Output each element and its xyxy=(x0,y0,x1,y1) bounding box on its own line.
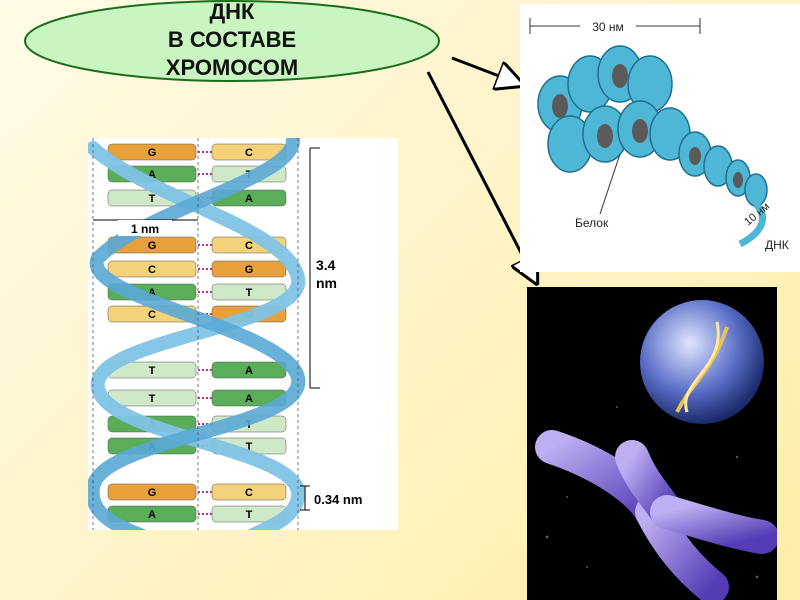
base-letter-left: A xyxy=(148,287,156,299)
base-letter-right: A xyxy=(245,393,253,405)
base-letter-right: C xyxy=(245,487,253,499)
base-right xyxy=(211,260,287,278)
arrow-to-chromatin xyxy=(451,56,520,84)
base-letter-right: A xyxy=(245,365,253,377)
title-line-2: В СОСТАВЕ xyxy=(167,27,297,52)
chromosome-svg xyxy=(535,300,777,600)
protein-label: Белок xyxy=(575,216,609,230)
pitch-label-unit: nm xyxy=(316,275,337,291)
base-letter-left: T xyxy=(149,365,156,377)
base-left xyxy=(107,260,197,278)
base-letter-right: C xyxy=(245,147,253,159)
base-letter-right: A xyxy=(245,193,253,205)
arrow-to-chromosome xyxy=(426,71,535,280)
title-line-1: ДНК xyxy=(209,0,255,24)
base-letter-right: C xyxy=(245,240,253,252)
base-letter-right: T xyxy=(246,287,253,299)
base-letter-right: T xyxy=(246,509,253,521)
base-letter-right: G xyxy=(245,264,254,276)
base-letter-right: T xyxy=(246,441,253,453)
base-letter-left: T xyxy=(149,193,156,205)
chromosome-illustration xyxy=(527,287,777,600)
chromatid-lower xyxy=(650,495,777,554)
width-label-bg xyxy=(118,220,172,236)
base-left xyxy=(107,483,197,501)
helix-strand-1 xyxy=(88,141,306,530)
base-letter-left: C xyxy=(148,309,156,321)
base-letter-left: T xyxy=(149,393,156,405)
width-label: 1 nm xyxy=(131,222,159,236)
base-letter-left: A xyxy=(148,509,156,521)
base-letter-left: A xyxy=(148,169,156,181)
rise-label: 0.34 nm xyxy=(314,492,362,507)
chromatin-fiber-diagram: 30 нм Белок 10 нм ДНК xyxy=(520,4,800,272)
title-line-3: ХРОМОСОМ xyxy=(165,55,299,80)
title-oval: ДНК В СОСТАВЕ ХРОМОСОМ xyxy=(22,0,442,86)
fiber-width-label: 30 нм xyxy=(592,20,624,34)
title-oval-shape xyxy=(24,0,440,82)
base-letter-left: G xyxy=(148,240,157,252)
base-right xyxy=(211,483,287,501)
magnifier-sphere xyxy=(640,300,764,424)
base-letter-left: G xyxy=(148,147,157,159)
chromatin-svg: 30 нм Белок 10 нм ДНК xyxy=(529,18,789,252)
dna-label: ДНК xyxy=(765,238,789,252)
base-letter-left: C xyxy=(148,264,156,276)
base-letter-left: G xyxy=(148,487,157,499)
pitch-label-value: 3.4 xyxy=(316,257,336,273)
